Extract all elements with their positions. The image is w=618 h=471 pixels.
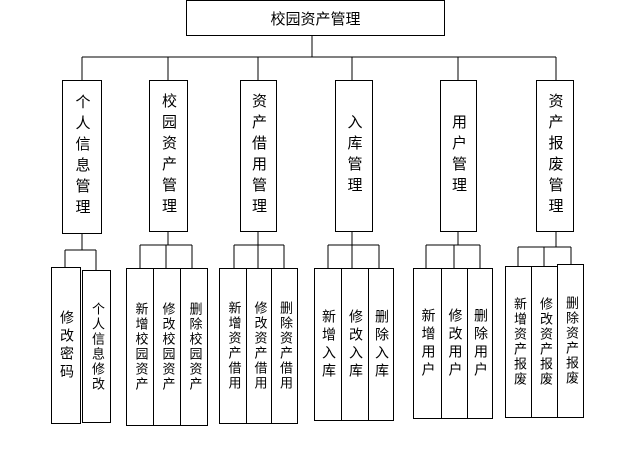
leaf-node: 修改用户 xyxy=(441,268,468,419)
leaf-node: 新增用户 xyxy=(413,268,442,419)
leaf-node: 修改校园资产 xyxy=(153,268,181,426)
leaf-node: 删除资产借用 xyxy=(271,268,298,424)
leaf-label: 删除校园资产 xyxy=(186,302,202,392)
leaf-label: 删除用户 xyxy=(472,307,488,380)
leaf-node: 删除入库 xyxy=(368,268,394,421)
leaf-label: 修改入库 xyxy=(347,308,363,381)
leaf-node: 修改资产借用 xyxy=(246,268,272,424)
leaf-label: 修改资产借用 xyxy=(251,301,267,391)
leaf-label: 删除入库 xyxy=(373,308,389,381)
leaf-label: 修改用户 xyxy=(446,307,463,380)
root-title: 校园资产管理 xyxy=(270,9,361,28)
leaf-node: 删除用户 xyxy=(467,268,493,419)
leaf-node: 修改密码 xyxy=(51,267,81,424)
leaf-node: 新增资产借用 xyxy=(219,268,247,424)
leaf-label: 删除资产借用 xyxy=(277,301,292,391)
leaf-label: 修改校园资产 xyxy=(159,302,175,392)
leaf-node: 个人信息修改 xyxy=(82,270,111,423)
leaf-label: 删除资产报废 xyxy=(563,296,578,386)
module-label: 用户管理 xyxy=(450,114,468,198)
module-personal-info: 个人信息管理 xyxy=(62,80,102,234)
leaf-label: 新增校园资产 xyxy=(132,302,148,392)
module-label: 个人信息管理 xyxy=(73,94,92,220)
leaf-label: 修改资产报废 xyxy=(537,297,552,387)
leaf-label: 个人信息修改 xyxy=(89,301,104,392)
module-asset-scrapping: 资产报废管理 xyxy=(536,80,574,232)
leaf-label: 新增用户 xyxy=(419,307,436,380)
module-campus-assets: 校园资产管理 xyxy=(149,80,188,232)
leaf-node: 修改入库 xyxy=(341,268,369,421)
leaf-node: 新增资产报废 xyxy=(505,266,532,418)
module-label: 资产借用管理 xyxy=(250,93,268,219)
leaf-node: 删除资产报废 xyxy=(557,264,584,418)
module-users: 用户管理 xyxy=(440,80,477,232)
leaf-label: 新增资产报废 xyxy=(511,297,526,387)
module-label: 校园资产管理 xyxy=(160,93,178,219)
leaf-node: 删除校园资产 xyxy=(180,268,208,426)
leaf-node: 新增入库 xyxy=(314,268,342,421)
module-warehousing: 入库管理 xyxy=(335,80,373,232)
leaf-label: 新增入库 xyxy=(320,308,336,381)
leaf-label: 修改密码 xyxy=(58,309,74,382)
leaf-node: 修改资产报废 xyxy=(531,266,558,418)
leaf-node: 新增校园资产 xyxy=(126,268,154,426)
module-label: 资产报废管理 xyxy=(546,93,565,219)
module-asset-borrowing: 资产借用管理 xyxy=(240,80,277,232)
module-label: 入库管理 xyxy=(345,114,364,198)
root-node: 校园资产管理 xyxy=(186,0,445,36)
leaf-label: 新增资产借用 xyxy=(225,301,241,391)
